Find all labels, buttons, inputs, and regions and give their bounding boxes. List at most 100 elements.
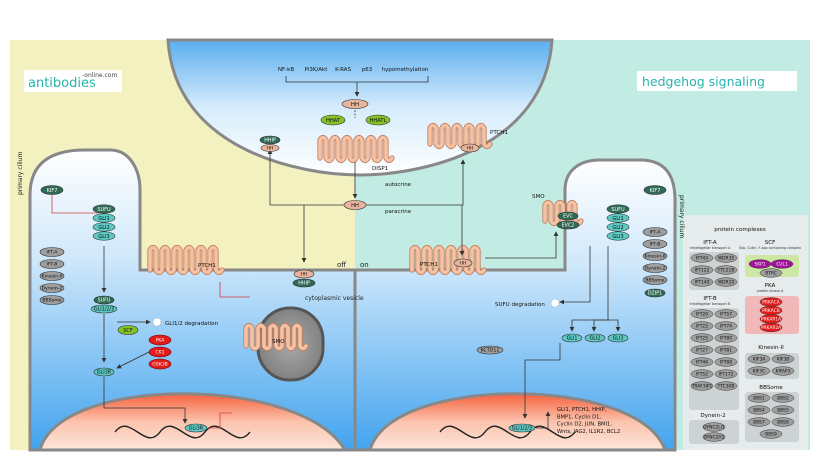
scf-skp1-label: SKP1 xyxy=(754,262,765,268)
right-stack-sufu-label: SUFU xyxy=(611,207,625,213)
iftb-ift46: IFT46 xyxy=(690,357,714,367)
ptch1-right xyxy=(409,244,487,276)
ptch1-top-label: PTCH1 xyxy=(490,130,508,136)
right-dna xyxy=(439,425,576,439)
right-evc2: EVC2 xyxy=(556,220,580,230)
signal-k-ras: K-RAS xyxy=(335,67,351,73)
bbsome-bbs7: BBS7 xyxy=(747,417,771,427)
vesicle-label: cytoplasmic vesicle xyxy=(305,295,364,302)
dynein-dync2li1-label: DYNC2LI1 xyxy=(703,425,725,431)
right-ift-bbsome: BBSome xyxy=(642,275,668,285)
disp1-label: DISP1 xyxy=(372,166,388,172)
on-label: on xyxy=(360,261,369,269)
hh-ligand-top-label: HH xyxy=(351,102,359,108)
left-stack-sufu: SUFU xyxy=(92,204,116,214)
left-nuclear-gli3r: GLI3R xyxy=(184,423,208,433)
iftb-ift74-label: IFT74 xyxy=(720,324,732,330)
hh-secreted: HH xyxy=(343,200,367,210)
iftb-ift88-label: IFT88 xyxy=(720,360,732,366)
left-stack-gli3: GLI3 xyxy=(92,231,116,241)
sufu-degradation-arrow xyxy=(559,246,591,305)
hhat-enzyme: HHAT xyxy=(320,114,346,126)
gli-release-1 xyxy=(569,246,609,332)
right-nuclear-gli: GLI1/2/3 xyxy=(508,423,536,433)
iftb-ift27-label: IFT27 xyxy=(696,348,708,354)
page-title: hedgehog signaling xyxy=(642,74,765,89)
hh-ligand-top: HH xyxy=(341,99,369,109)
iftb-ift22: IFT22 xyxy=(690,321,714,331)
bbsome-bbs4: BBS4 xyxy=(747,405,771,415)
ifta-ift140-label: IFT140 xyxy=(695,280,710,286)
right-free-gli2: GLI2 xyxy=(584,333,606,343)
hh-on-hhip-top-label: HH xyxy=(267,146,274,152)
gli-activation xyxy=(536,411,551,429)
ifta-wdr35: WDR35 xyxy=(714,253,738,263)
iftb-ift22-label: IFT22 xyxy=(696,324,708,330)
right-stack-gli2: GLI2 xyxy=(606,222,630,232)
left-stack-gli3-label: GLI3 xyxy=(98,234,109,240)
ifta-wdr19-label: WDR19 xyxy=(718,280,735,286)
kinesin-kif3b-label: KIF3B xyxy=(777,357,790,363)
left-dna xyxy=(114,425,251,439)
left-hhip: HHIP xyxy=(292,278,316,288)
left-ift-dynein-2: Dynein-2 xyxy=(39,283,65,293)
brand-name: antibodies xyxy=(28,76,96,91)
bbsome-box xyxy=(745,392,799,442)
bbsome-bbs2: BBS2 xyxy=(771,393,795,403)
left-kinase-ck1: CK1 xyxy=(148,346,172,358)
right-stack-gli3: GLI3 xyxy=(606,231,630,241)
brand-logo: antibodies -online.com xyxy=(24,70,122,92)
kinesin-kif3a-label: KIF3A xyxy=(753,357,766,363)
left-ift-dynein-2-label: Dynein-2 xyxy=(42,286,63,292)
degradation-fragments-left xyxy=(152,317,162,327)
pka-title: PKA xyxy=(765,283,776,289)
left-ift-ift-b-label: IFT-B xyxy=(47,262,58,268)
autocrine-label: autocrine xyxy=(385,182,412,188)
degradation-fragments-right xyxy=(550,298,560,308)
iftb-ttc30b: TTC30B xyxy=(714,381,738,391)
ifta-ttc21b: TTC21B xyxy=(714,265,738,275)
kinesin-kifap3-label: KIFAP3 xyxy=(776,369,791,375)
left-stack-gli2-label: GLI2 xyxy=(98,225,109,231)
scf-skp1: SKP1 xyxy=(748,259,772,269)
hhat-enzyme-label: HHAT xyxy=(326,118,341,124)
left-ift-bbsome-label: BBSome xyxy=(42,298,61,304)
iftb-ift25: IFT25 xyxy=(690,333,714,343)
ptch1-inhibits-smo xyxy=(219,282,250,298)
kif7-inhibit-left xyxy=(51,195,100,214)
scf-btrc: BTRC xyxy=(759,268,783,278)
bbsome-bbs5-label: BBS5 xyxy=(777,408,789,414)
right-kif7-label: KIF7 xyxy=(650,188,661,194)
ifta-wdr19: WDR19 xyxy=(714,277,738,287)
iftb-ift57: IFT57 xyxy=(714,309,738,319)
iftb-ift80-label: IFT80 xyxy=(720,336,732,342)
dynein-dync2h1-label: DYNC2H1 xyxy=(703,435,724,441)
signal-bracket xyxy=(285,76,429,96)
target-genes-line-3: Cyclin D2, JUN, BMI1, xyxy=(557,422,612,428)
gli3r-repression xyxy=(208,412,232,429)
iftb-ift52-label: IFT52 xyxy=(696,372,708,378)
kinesin-title: Kinesin-II xyxy=(758,345,784,351)
target-genes-line-2: BMP1, Cyclin D1, xyxy=(557,414,601,420)
left-stack-gli2: GLI2 xyxy=(92,222,116,232)
target-genes-line-1: GLI1, PTCH1, HHIP, xyxy=(557,407,607,413)
right-evc: EVC xyxy=(557,211,579,221)
iftb-ift25-label: IFT25 xyxy=(696,336,708,342)
iftb-ift20: IFT20 xyxy=(690,309,714,319)
left-stack-gli1-label: GLI1 xyxy=(98,216,109,222)
ifta-wdr35-label: WDR35 xyxy=(718,256,735,262)
left-stack-sufu-label: SUFU xyxy=(97,207,111,213)
pka-subtitle: protein kinase A xyxy=(757,289,784,293)
bbsome-bbs1: BBS1 xyxy=(747,393,771,403)
kinesin-kif3c-label: KIF3C xyxy=(753,369,766,375)
hh-on-ptch1-top: HH xyxy=(460,143,480,153)
iftb-ift52: IFT52 xyxy=(690,369,714,379)
left-ift-ift-a-label: IFT-A xyxy=(47,250,59,256)
gli3r-to-nucleus xyxy=(103,377,188,424)
right-dzip1-label: DZIP1 xyxy=(648,291,662,297)
scf-btrc-label: BTRC xyxy=(765,271,777,277)
dynein-box xyxy=(689,420,739,444)
left-kinase-gsk3b-label: GSK3B xyxy=(152,362,168,368)
right-hh-bound-label: HH xyxy=(460,261,467,267)
